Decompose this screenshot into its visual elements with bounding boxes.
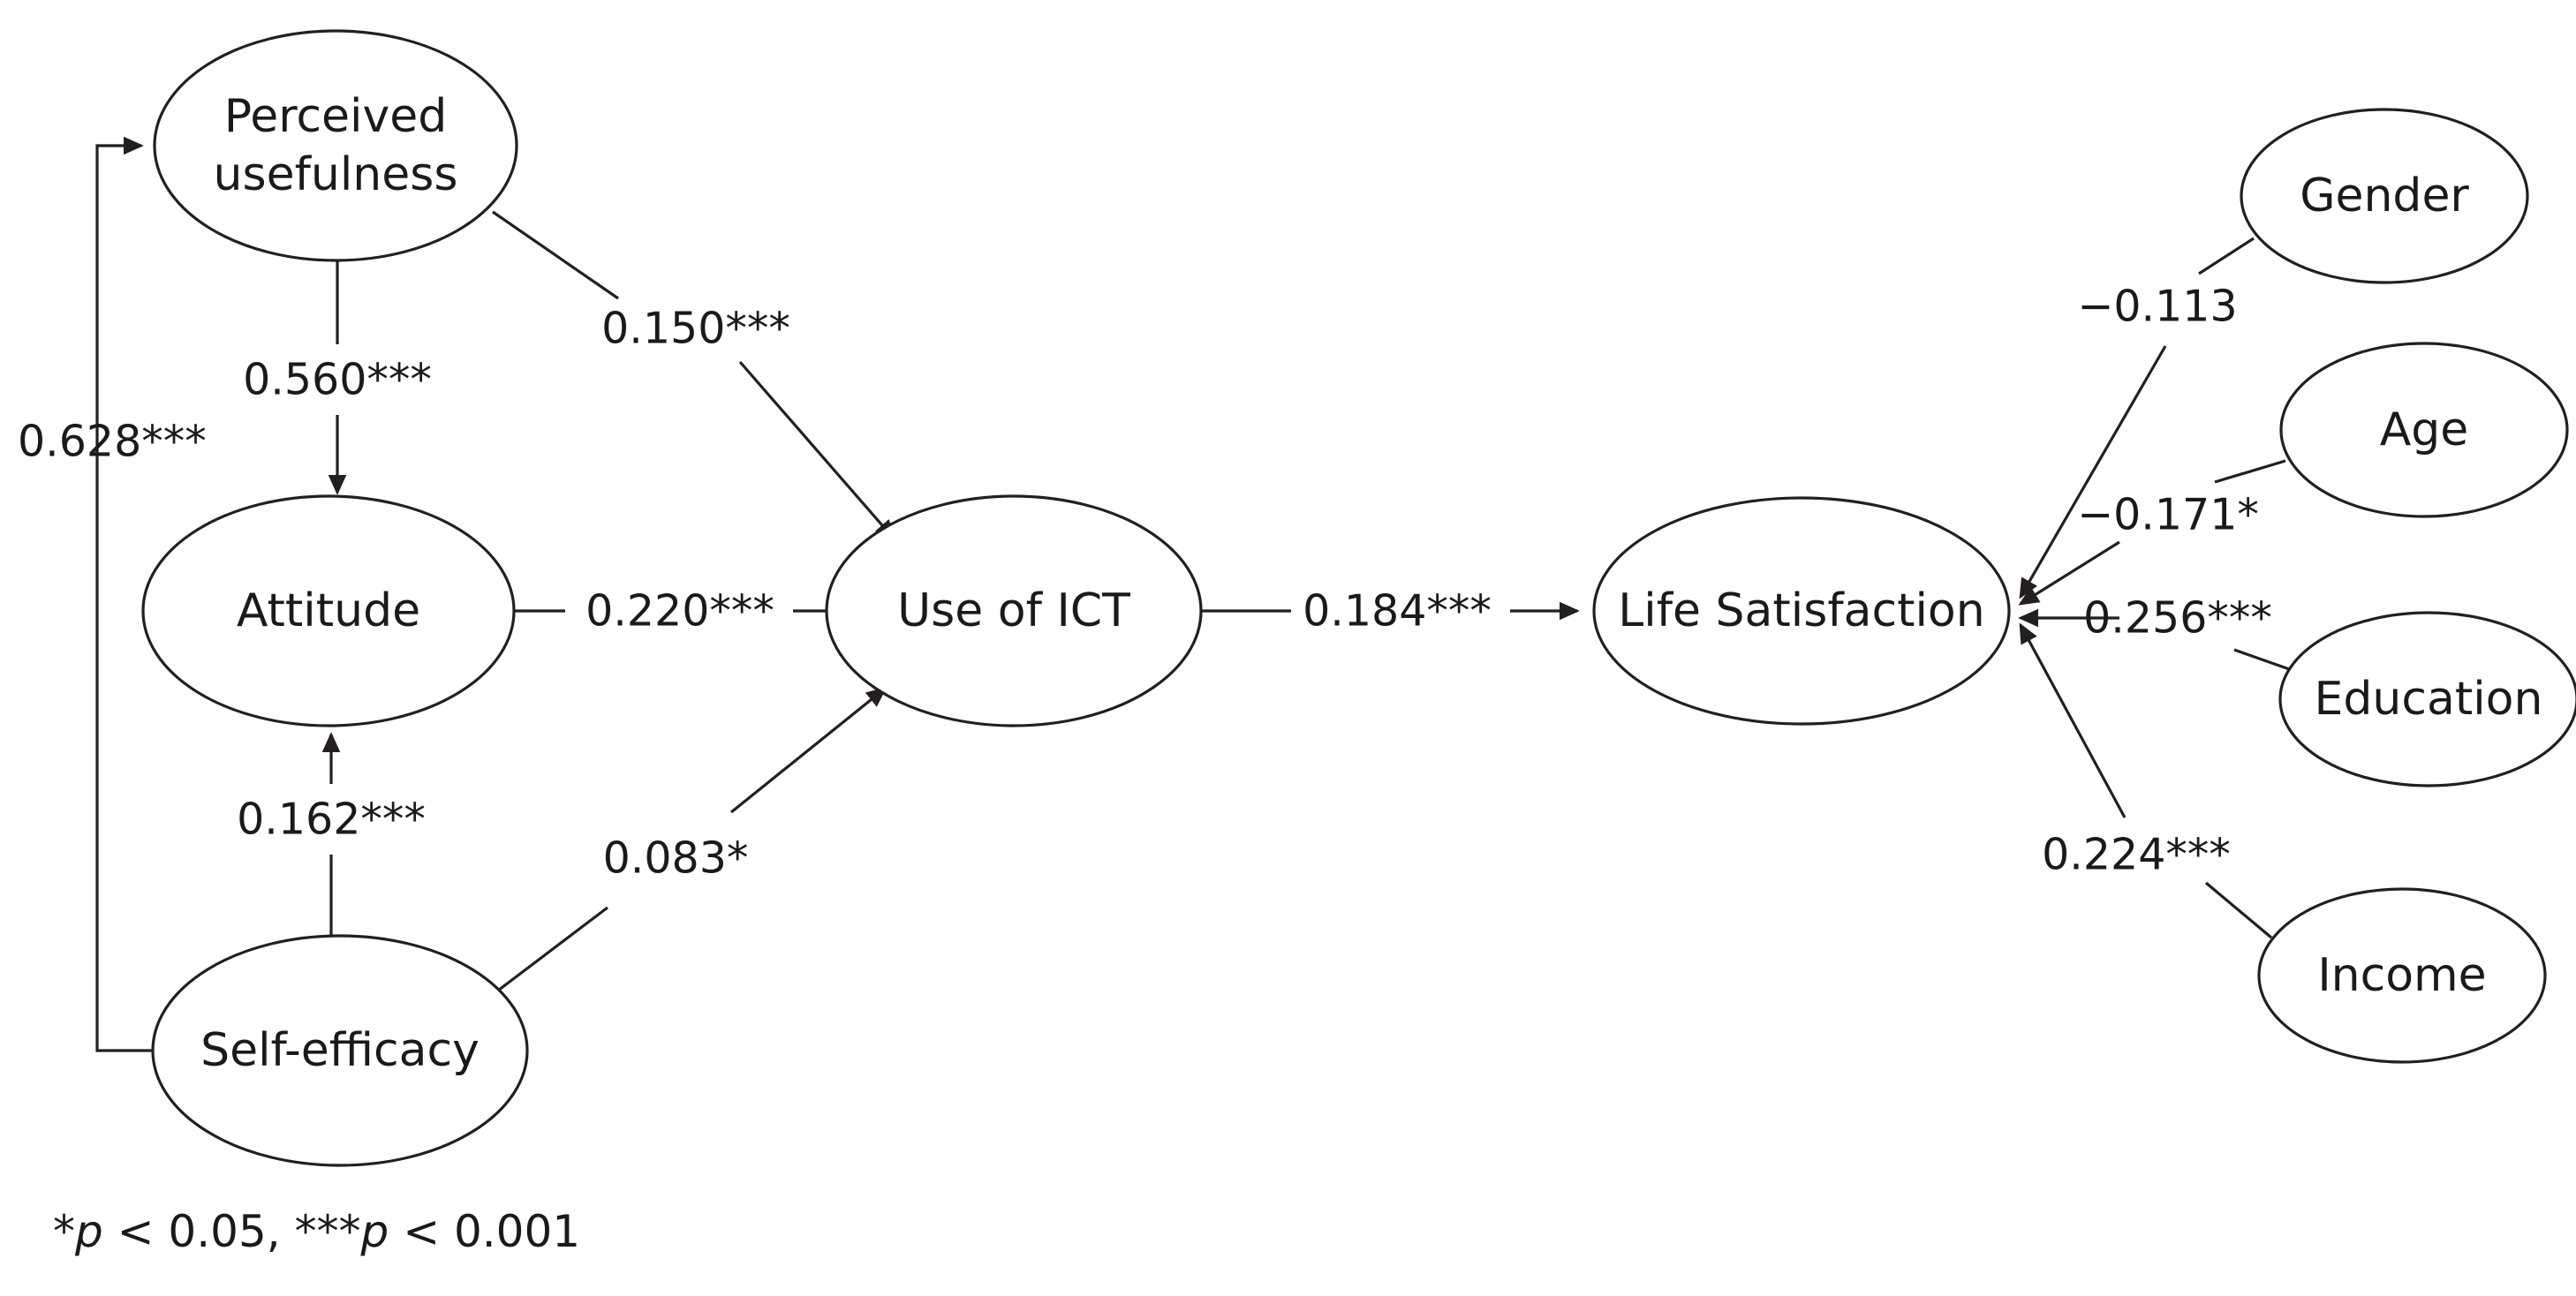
- node-label-perceived-usefulness-line1: Perceived: [224, 90, 448, 143]
- node-label-education: Education: [2315, 673, 2543, 726]
- nodes-layer: Perceived usefulness Attitude Self-effic…: [141, 29, 2576, 1167]
- footnote-star-single: *: [53, 1206, 75, 1257]
- ellipse-self-efficacy[interactable]: [151, 934, 529, 1167]
- edge-line-self-efficacy-to-perceived-usefulness: [95, 136, 153, 1052]
- node-label-perceived-usefulness-line2: usefulness: [214, 148, 458, 201]
- edge-line-age-ls-right: [2214, 459, 2286, 484]
- node-label-gender: Gender: [2300, 170, 2469, 222]
- node-self-efficacy[interactable]: Self-efficacy: [151, 934, 529, 1167]
- node-perceived-usefulness[interactable]: Perceived usefulness: [153, 29, 518, 262]
- edge-income-to-life-satisfaction: [2019, 622, 2273, 939]
- path-label-perceived-usefulness-to-use-of-ict: 0.150***: [601, 304, 790, 354]
- footnote-threshold-2: < 0.001: [389, 1206, 580, 1257]
- path-label-perceived-usefulness-to-attitude: 0.560***: [243, 355, 432, 405]
- node-label-age: Age: [2380, 403, 2469, 456]
- node-label-life-satisfaction: Life Satisfaction: [1618, 584, 1984, 637]
- edge-education-to-life-satisfaction: [2018, 608, 2295, 673]
- path-label-self-efficacy-to-perceived-usefulness: 0.628***: [18, 417, 207, 467]
- path-label-gender-to-life-satisfaction: −0.113: [2077, 282, 2237, 332]
- path-label-education-to-life-satisfaction: 0.256***: [2083, 593, 2272, 644]
- node-life-satisfaction[interactable]: Life Satisfaction: [1592, 496, 2011, 726]
- path-labels-layer: 0.628*** 0.560*** 0.162*** 0.150*** 0.22…: [18, 282, 2272, 884]
- edge-line-pu-ict-upper: [492, 210, 619, 300]
- ellipse-attitude[interactable]: [141, 494, 516, 727]
- node-label-income: Income: [2317, 949, 2486, 1002]
- node-age[interactable]: Age: [2279, 342, 2569, 518]
- path-label-self-efficacy-to-use-of-ict: 0.083*: [603, 833, 749, 884]
- footnote: *p < 0.05, ***p < 0.001: [53, 1206, 580, 1257]
- edge-line-gender-ls-lower: [2019, 345, 2167, 599]
- edge-line-income-ls-upper: [2019, 622, 2127, 818]
- ellipse-income[interactable]: [2257, 887, 2547, 1064]
- edge-self-efficacy-to-perceived-usefulness: [95, 136, 153, 1052]
- path-label-self-efficacy-to-attitude: 0.162***: [237, 795, 426, 845]
- ellipse-gender[interactable]: [2240, 108, 2529, 284]
- node-use-of-ict[interactable]: Use of ICT: [825, 494, 1203, 727]
- edge-gender-to-life-satisfaction: [2019, 237, 2255, 599]
- edge-age-to-life-satisfaction: [2018, 459, 2286, 606]
- ellipse-education[interactable]: [2278, 611, 2576, 787]
- node-attitude[interactable]: Attitude: [141, 494, 516, 727]
- edge-line-education-ls-right: [2233, 648, 2295, 673]
- node-income[interactable]: Income: [2257, 887, 2547, 1064]
- node-label-attitude: Attitude: [237, 584, 420, 637]
- node-gender[interactable]: Gender: [2240, 108, 2529, 284]
- path-label-age-to-life-satisfaction: −0.171*: [2077, 490, 2259, 540]
- ellipse-life-satisfaction[interactable]: [1592, 496, 2011, 726]
- edge-perceived-usefulness-to-use-of-ict: [492, 210, 895, 541]
- ellipse-perceived-usefulness[interactable]: [153, 29, 518, 262]
- edge-line-gender-ls-upper: [2198, 237, 2255, 275]
- path-label-income-to-life-satisfaction: 0.224***: [2042, 830, 2231, 880]
- node-education[interactable]: Education: [2278, 611, 2576, 787]
- edge-line-se-ict-lower: [490, 906, 608, 998]
- footnote-p-italic-2: p: [360, 1206, 389, 1257]
- path-label-use-of-ict-to-life-satisfaction: 0.184***: [1303, 586, 1492, 637]
- path-label-attitude-to-use-of-ict: 0.220***: [585, 586, 774, 637]
- ellipse-use-of-ict[interactable]: [825, 494, 1203, 727]
- footnote-significance-legend: *p < 0.05, ***p < 0.001: [53, 1206, 580, 1257]
- edge-line-pu-ict-lower: [738, 360, 895, 541]
- footnote-p-italic-1: p: [74, 1206, 103, 1257]
- footnote-star-triple: ***: [295, 1206, 361, 1257]
- node-label-use-of-ict: Use of ICT: [897, 584, 1130, 637]
- edge-line-income-ls-lower: [2204, 881, 2273, 939]
- node-label-self-efficacy: Self-efficacy: [200, 1024, 480, 1077]
- ellipse-age[interactable]: [2279, 342, 2569, 518]
- edges-layer: [95, 136, 2295, 1052]
- edge-line-age-ls-left: [2018, 540, 2120, 606]
- edge-self-efficacy-to-use-of-ict: [490, 687, 888, 998]
- edge-line-se-ict-upper: [729, 687, 888, 814]
- footnote-threshold-1: < 0.05,: [103, 1206, 295, 1257]
